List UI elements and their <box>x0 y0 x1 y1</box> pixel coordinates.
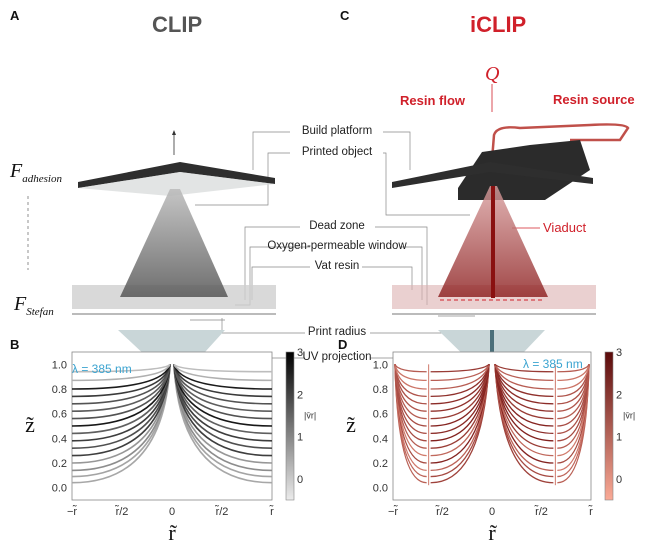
label-build-platform: Build platform <box>302 125 372 137</box>
x-tick-label: r̃ <box>269 505 274 518</box>
colorbar-tick-label: 2 <box>297 389 303 401</box>
y-tick-label: 0.4 <box>52 433 67 445</box>
colorbar-tick-label: 1 <box>297 432 303 444</box>
label-dead-zone: Dead zone <box>309 220 365 232</box>
y-tick-label: 1.0 <box>52 359 67 371</box>
x-axis-label: r̃ <box>168 520 177 545</box>
x-tick-label: 0 <box>169 506 175 518</box>
y-tick-label: 0.4 <box>373 433 388 445</box>
y-tick-label: 0.6 <box>52 409 67 421</box>
x-tick-label: −r̃ <box>388 505 398 518</box>
label-print-radius: Print radius <box>308 326 366 338</box>
x-tick-label: r̃/2 <box>214 505 228 518</box>
y-tick-label: 0.6 <box>373 409 388 421</box>
y-axis-label: z̃ <box>346 412 356 437</box>
viaduct <box>491 186 495 298</box>
colorbar-tick-label: 0 <box>616 474 622 486</box>
x-tick-label: r̃/2 <box>534 505 548 518</box>
colorbar-tick-label: 3 <box>616 347 622 359</box>
x-tick-label: r̃/2 <box>435 505 449 518</box>
panel-letter-d: D <box>338 337 347 352</box>
iclip-title: iCLIP <box>470 12 526 38</box>
label-viaduct: Viaduct <box>543 220 586 235</box>
x-axis-label: r̃ <box>488 520 497 545</box>
colorbar-tick-label: 2 <box>616 389 622 401</box>
panel-letter-b: B <box>10 337 19 352</box>
label-resin-source: Resin source <box>553 92 635 107</box>
label-wavelength-left: λ = 385 nm <box>72 362 132 376</box>
colorbar-tick-label: 0 <box>297 474 303 486</box>
y-tick-label: 0.0 <box>373 483 388 495</box>
label-flow-rate: Q <box>485 63 499 86</box>
y-tick-label: 0.2 <box>52 458 67 470</box>
clip-title: CLIP <box>152 12 202 38</box>
colorbar <box>286 352 294 500</box>
stefan-force-label: FStefan <box>14 293 54 318</box>
y-tick-label: 1.0 <box>373 359 388 371</box>
colorbar-label: |v̄r| <box>304 411 316 421</box>
panel-letter-a: A <box>10 8 19 23</box>
iclip-schematic <box>392 84 628 373</box>
x-tick-label: r̃/2 <box>114 505 128 518</box>
y-tick-label: 0.8 <box>373 384 388 396</box>
colorbar-label: |v̄r| <box>623 411 635 421</box>
colorbar <box>605 352 613 500</box>
label-window: Oxygen-permeable window <box>267 240 406 252</box>
plot-d: 0.0 0.2 0.4 0.6 0.8 1.0 −r̃ r̃/2 0 r̃/2 r̃ r̃ z̃ 0 1 2 3… <box>346 347 635 545</box>
x-tick-label: r̃ <box>588 505 593 518</box>
x-tick-label: 0 <box>489 506 495 518</box>
panel-letter-c: C <box>340 8 349 23</box>
label-printed-object: Printed object <box>302 146 372 158</box>
y-tick-label: 0.8 <box>52 384 67 396</box>
clip-schematic <box>28 130 276 373</box>
y-axis-label: z̃ <box>25 412 35 437</box>
y-tick-label: 0.2 <box>373 458 388 470</box>
label-wavelength-right: λ = 385 nm <box>523 357 583 371</box>
colorbar-tick-label: 1 <box>616 432 622 444</box>
label-resin-flow: Resin flow <box>400 93 465 108</box>
label-uv-projection: UV projection <box>302 351 371 363</box>
adhesion-force-label: Fadhesion <box>10 160 62 185</box>
plot-b: 0.00.20.40.60.81.0−r̃r̃/20r̃/2r̃r̃z̃0123… <box>25 347 316 545</box>
label-vat-resin: Vat resin <box>315 260 360 272</box>
y-tick-label: 0.0 <box>52 483 67 495</box>
x-tick-label: −r̃ <box>67 505 77 518</box>
